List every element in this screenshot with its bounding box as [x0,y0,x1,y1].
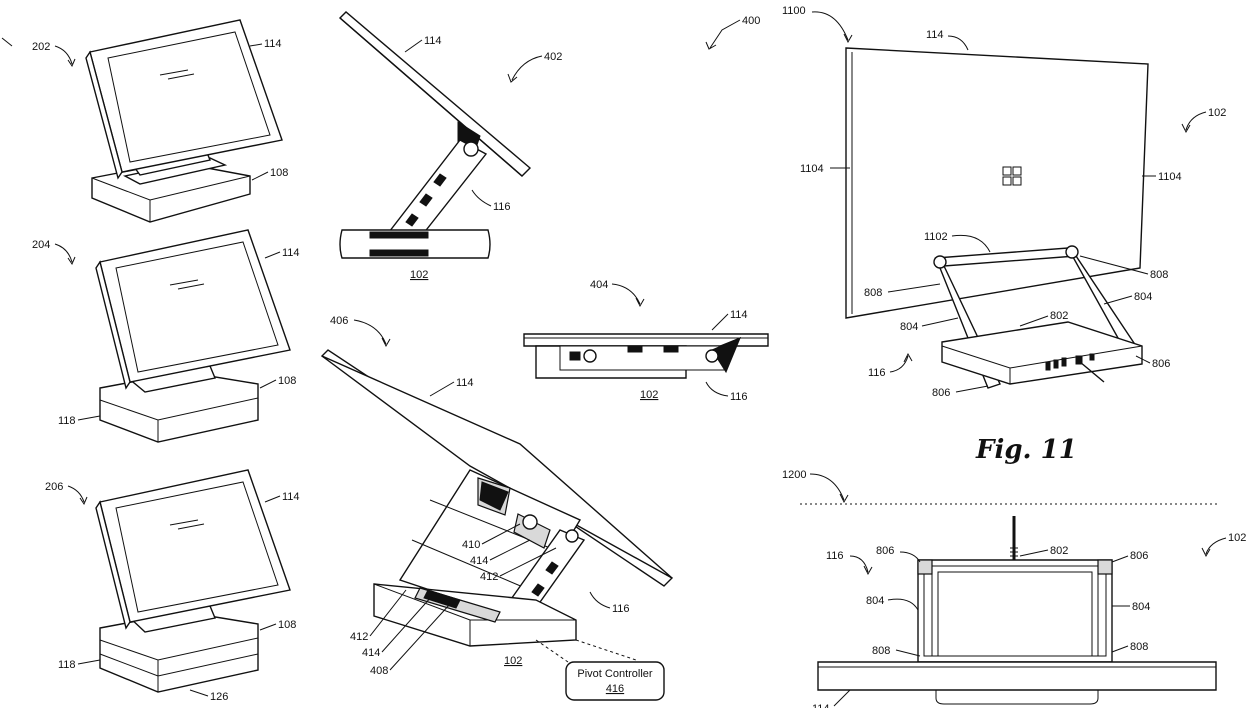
ref-114-c: 114 [282,491,300,503]
ref-114-406: 114 [456,377,474,389]
view-204: 204 114 108 118 [32,229,300,443]
ref-400: 400 [742,15,760,27]
ref-108-b: 108 [278,375,296,387]
ref-118-a: 118 [58,415,76,427]
ref-116-406: 116 [612,603,630,615]
ref-108-a: 108 [270,167,288,179]
ref-114-b: 114 [282,247,300,259]
ref-118-b: 118 [58,659,76,671]
ref-808-b: 808 [1150,269,1168,281]
ref-808-a-1200: 808 [872,645,890,657]
ref-416: 416 [606,683,624,695]
ref-806-a-1200: 806 [876,545,894,557]
view-202: 202 114 108 [32,19,288,223]
ref-808-b-1200: 808 [1130,641,1148,653]
ref-1100: 1100 [782,5,806,17]
ref-1200: 1200 [782,469,806,481]
fig-400-label: 400 [705,15,760,50]
ref-404: 404 [590,279,608,291]
ref-412-a: 412 [480,571,498,583]
ref-806-a-1100: 806 [1152,358,1170,370]
figure-caption-11: Fig. 11 [975,435,1077,465]
ref-102-404: 102 [640,389,658,401]
ref-804-b-1200: 804 [1132,601,1150,613]
ref-402: 402 [544,51,562,63]
ref-114-1100: 114 [926,29,944,41]
ref-116-1200: 116 [826,550,844,562]
ref-114-404: 114 [730,309,748,321]
ref-114-402: 114 [424,35,442,47]
view-404: 404 114 116 102 [523,279,769,403]
ref-116-404: 116 [730,391,748,403]
ref-806-b-1100: 806 [932,387,950,399]
ref-102-1100: 102 [1208,107,1226,119]
ref-114-1200: 114 [812,703,830,708]
corner-arrow [1,37,13,47]
view-402: 402 114 116 102 [338,11,562,281]
ref-1104-a: 1104 [800,163,824,175]
ref-202: 202 [32,41,50,53]
ref-116-1100: 116 [868,367,886,379]
ref-408: 408 [370,665,388,677]
ref-804-a: 804 [900,321,918,333]
ref-414-b: 414 [362,647,380,659]
pivot-controller-label: Pivot Controller [577,668,653,680]
ref-102-406: 102 [504,655,522,667]
ref-126: 126 [210,691,228,703]
fig-1200: 1200 116 806 802 806 102 804 804 808 808… [782,469,1246,708]
view-206: 206 114 108 118 126 [45,469,300,703]
ref-204: 204 [32,239,50,251]
ref-1104-b: 1104 [1158,171,1182,183]
ref-1102: 1102 [924,231,948,243]
ref-108-c: 108 [278,619,296,631]
ref-206: 206 [45,481,63,493]
ref-808-a: 808 [864,287,882,299]
ref-116-402: 116 [493,201,511,213]
fig-1100: 1100 114 102 1104 1104 1102 808 [782,5,1226,465]
ref-804-a-1200: 804 [866,595,884,607]
pivot-controller-box [565,661,665,701]
ref-802-1100: 802 [1050,310,1068,322]
ref-412-b: 412 [350,631,368,643]
ref-114-a: 114 [264,38,282,50]
ref-802-1200: 802 [1050,545,1068,557]
ref-806-b-1200: 806 [1130,550,1148,562]
view-406: 406 114 410 414 412 412 414 408 [320,315,674,701]
ref-804-b: 804 [1134,291,1152,303]
ref-414-a: 414 [470,555,488,567]
ref-406: 406 [330,315,348,327]
ref-102-1200: 102 [1228,532,1246,544]
ref-410: 410 [462,539,480,551]
ref-102-402: 102 [410,269,428,281]
